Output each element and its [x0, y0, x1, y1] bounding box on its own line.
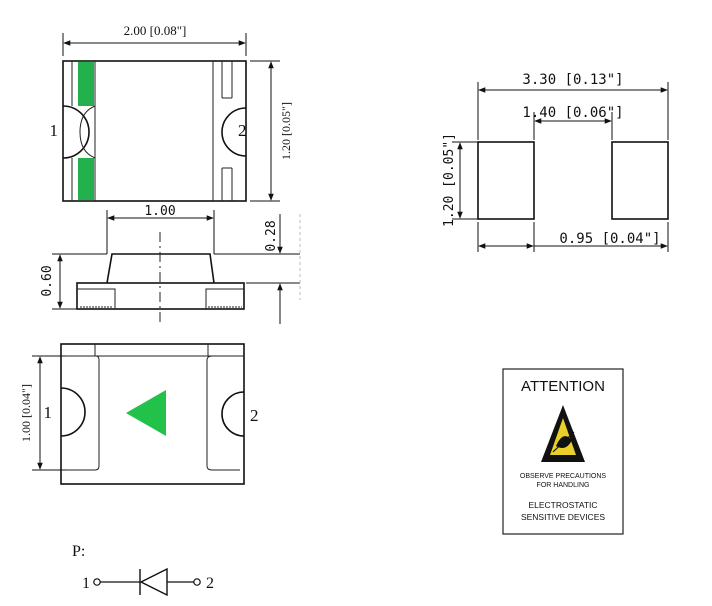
pad-height-dim: 1.20 [0.05"]	[442, 133, 457, 227]
overall-dim: 3.30 [0.13"]	[522, 72, 623, 88]
diode-symbol-icon	[139, 567, 168, 597]
pad-width-dim: 0.95 [0.04"]	[559, 231, 660, 247]
schematic-label: P:	[72, 543, 85, 560]
bottom-height-dim: 1.00 [0.04"]	[19, 384, 33, 442]
polarity-mark	[126, 390, 166, 436]
lens-height-dim: 0.28	[264, 220, 279, 251]
top-pin2-label: 2	[238, 121, 247, 140]
gap-dim: 1.40 [0.06"]	[522, 105, 623, 121]
bottom-view: 1 2 1.00 [0.04"]	[19, 343, 259, 485]
side-view: 1.00 0.60 0.28	[40, 204, 301, 324]
esd-label: ATTENTION OBSERVE PRECAUTIONS FOR HANDLI…	[502, 368, 624, 535]
side-base-outline	[76, 282, 245, 310]
top-height-dim: 1.20 [0.05"]	[279, 102, 293, 160]
pad-layout: 3.30 [0.13"] 1.40 [0.06"] 1.20 [0.05"] 0…	[442, 72, 669, 252]
top-pin1-label: 1	[50, 121, 59, 140]
bottom-body-outline	[60, 343, 245, 485]
top-body-outline	[62, 60, 247, 202]
bottom-right-pad	[206, 344, 240, 471]
esd-line4: SENSITIVE DEVICES	[521, 512, 605, 522]
diode-schematic: P: 1 2	[72, 543, 214, 597]
top-view: 2.00 [0.08"] 1 2 1.20 [0.05"]	[50, 23, 293, 202]
top-width-dim: 2.00 [0.08"]	[124, 23, 187, 38]
esd-title: ATTENTION	[521, 378, 605, 395]
bottom-left-pad	[66, 344, 100, 471]
cathode-band-lower	[78, 158, 94, 200]
esd-line2: FOR HANDLING	[537, 482, 590, 489]
cathode-band-upper	[78, 62, 94, 106]
bottom-pin2-label: 2	[250, 406, 259, 425]
lens-width-dim: 1.00	[144, 204, 175, 219]
total-height-dim: 0.60	[40, 265, 55, 296]
esd-line1: OBSERVE PRECAUTIONS	[520, 473, 607, 480]
lens-dome-outline	[106, 253, 215, 284]
schematic-pin2: 2	[206, 575, 214, 592]
pad-left	[477, 141, 535, 220]
pad-right	[611, 141, 669, 220]
esd-line3: ELECTROSTATIC	[528, 500, 597, 510]
schematic-pin1: 1	[82, 575, 90, 592]
bottom-pin1-label: 1	[44, 403, 53, 422]
